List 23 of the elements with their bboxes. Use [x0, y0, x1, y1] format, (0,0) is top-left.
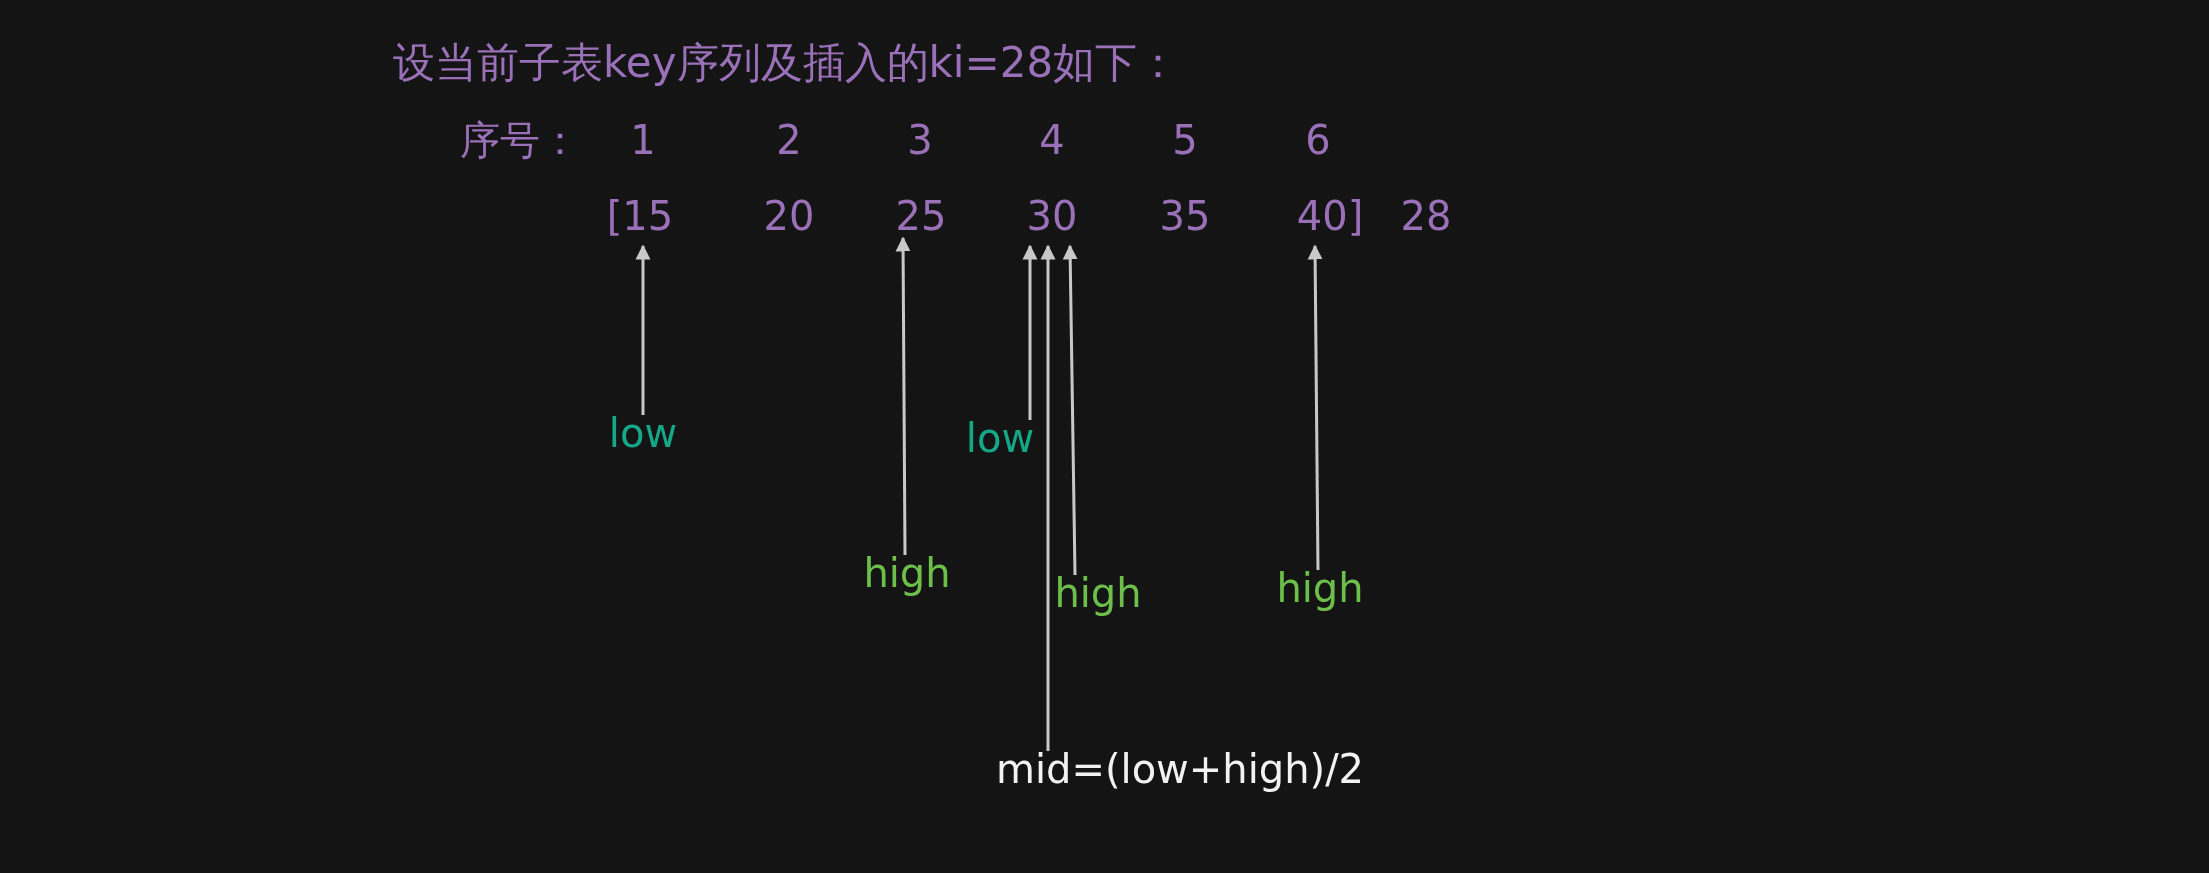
sequence-value: 20 [763, 196, 815, 236]
index-number: 2 [776, 120, 802, 160]
sequence-value: 25 [895, 196, 947, 236]
arrow [1022, 244, 1038, 420]
arrow [635, 244, 651, 415]
arrow [1040, 244, 1056, 751]
sequence-value: 30 [1026, 196, 1078, 236]
index-number: 5 [1172, 120, 1198, 160]
arrow [895, 236, 911, 555]
index-number: 1 [630, 120, 656, 160]
arrow [1307, 244, 1323, 570]
index-number: 4 [1039, 120, 1065, 160]
sequence-value: 35 [1159, 196, 1211, 236]
index-number: 3 [907, 120, 933, 160]
index-number: 6 [1305, 120, 1331, 160]
sequence-value: 40] [1296, 196, 1364, 236]
arrow [1062, 244, 1078, 576]
title-text: 设当前子表key序列及插入的ki=28如下： [393, 42, 1180, 84]
sequence-value: 28 [1400, 196, 1452, 236]
pointer-label: low [965, 418, 1035, 458]
pointer-label: low [608, 413, 678, 453]
sequence-value: [15 [606, 196, 674, 236]
index-label: 序号： [460, 120, 580, 160]
